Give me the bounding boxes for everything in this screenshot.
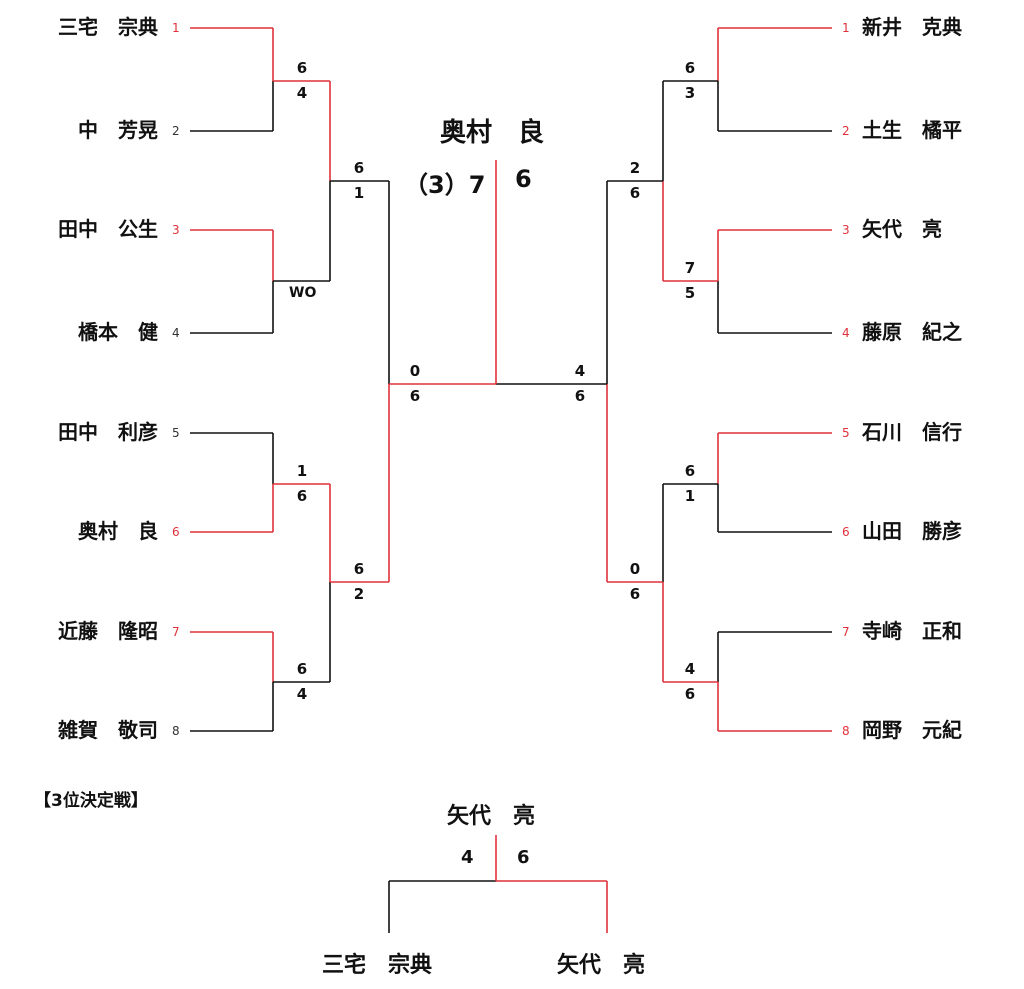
player-name: 三宅 宗典 [58, 15, 158, 39]
score-top: 7 [684, 259, 696, 277]
seed-number: 6 [842, 525, 850, 539]
third-place-right-player: 矢代 亮 [557, 953, 646, 978]
player-name: 奥村 良 [78, 519, 158, 543]
player-name: 新井 克典 [862, 15, 962, 39]
seed-number: 1 [842, 21, 850, 35]
player-name: 田中 公生 [58, 217, 158, 241]
third-place-heading: 【3位決定戦】 [34, 791, 148, 811]
score-top: 6 [296, 59, 308, 77]
score-top: 0 [629, 560, 641, 578]
third-place-left-player: 三宅 宗典 [322, 953, 433, 978]
score-bottom: 1 [684, 487, 696, 505]
player-name: 田中 利彦 [58, 420, 158, 444]
seed-number: 5 [172, 426, 180, 440]
score-bottom: 6 [684, 685, 696, 703]
player-name: 中 芳晃 [78, 118, 158, 142]
seed-number: 4 [842, 326, 850, 340]
score-top: 6 [353, 159, 365, 177]
score-bottom: 6 [629, 184, 641, 202]
seed-number: 2 [842, 124, 850, 138]
seed-number: 3 [842, 223, 850, 237]
player-name: 矢代 亮 [862, 217, 942, 241]
score-bottom: 4 [296, 685, 308, 703]
seed-number: 8 [842, 724, 850, 738]
player-name: 土生 橘平 [862, 118, 962, 142]
score-bottom: 4 [296, 84, 308, 102]
player-name: 近藤 隆昭 [58, 619, 158, 643]
score-top: 2 [629, 159, 641, 177]
seed-number: 5 [842, 426, 850, 440]
third-place-left-score: 4 [461, 847, 474, 868]
score-bottom: 6 [574, 387, 586, 405]
seed-number: 1 [172, 21, 180, 35]
seed-number: 2 [172, 124, 180, 138]
seed-number: 4 [172, 326, 180, 340]
seed-number: 8 [172, 724, 180, 738]
score-top: 1 [296, 462, 308, 480]
final-right-score: 6 [515, 165, 532, 193]
score-top: 6 [296, 660, 308, 678]
final-left-score: （3）7 [404, 171, 486, 199]
score-top: 4 [684, 660, 696, 678]
third-place-winner: 矢代 亮 [447, 804, 536, 829]
score-bottom: 6 [296, 487, 308, 505]
player-name: 橋本 健 [78, 320, 158, 344]
player-name: 岡野 元紀 [862, 718, 962, 742]
seed-number: 7 [172, 625, 180, 639]
player-name: 雑賀 敬司 [58, 718, 158, 742]
score-top: 0 [409, 362, 421, 380]
score-bottom: 2 [353, 585, 365, 603]
third-place-right-score: 6 [517, 847, 530, 868]
player-name: 山田 勝彦 [862, 519, 962, 543]
score-top: 4 [574, 362, 586, 380]
player-name: 寺崎 正和 [862, 619, 962, 643]
champion-name: 奥村 良 [440, 118, 545, 148]
player-name: 石川 信行 [862, 420, 962, 444]
score-top: 6 [684, 59, 696, 77]
seed-number: 7 [842, 625, 850, 639]
walkover-label: WO [289, 285, 317, 301]
score-bottom: 1 [353, 184, 365, 202]
player-name: 藤原 紀之 [862, 320, 962, 344]
seed-number: 6 [172, 525, 180, 539]
score-bottom: 5 [684, 284, 696, 302]
seed-number: 3 [172, 223, 180, 237]
score-bottom: 3 [684, 84, 696, 102]
score-bottom: 6 [409, 387, 421, 405]
score-bottom: 6 [629, 585, 641, 603]
score-top: 6 [353, 560, 365, 578]
score-top: 6 [684, 462, 696, 480]
